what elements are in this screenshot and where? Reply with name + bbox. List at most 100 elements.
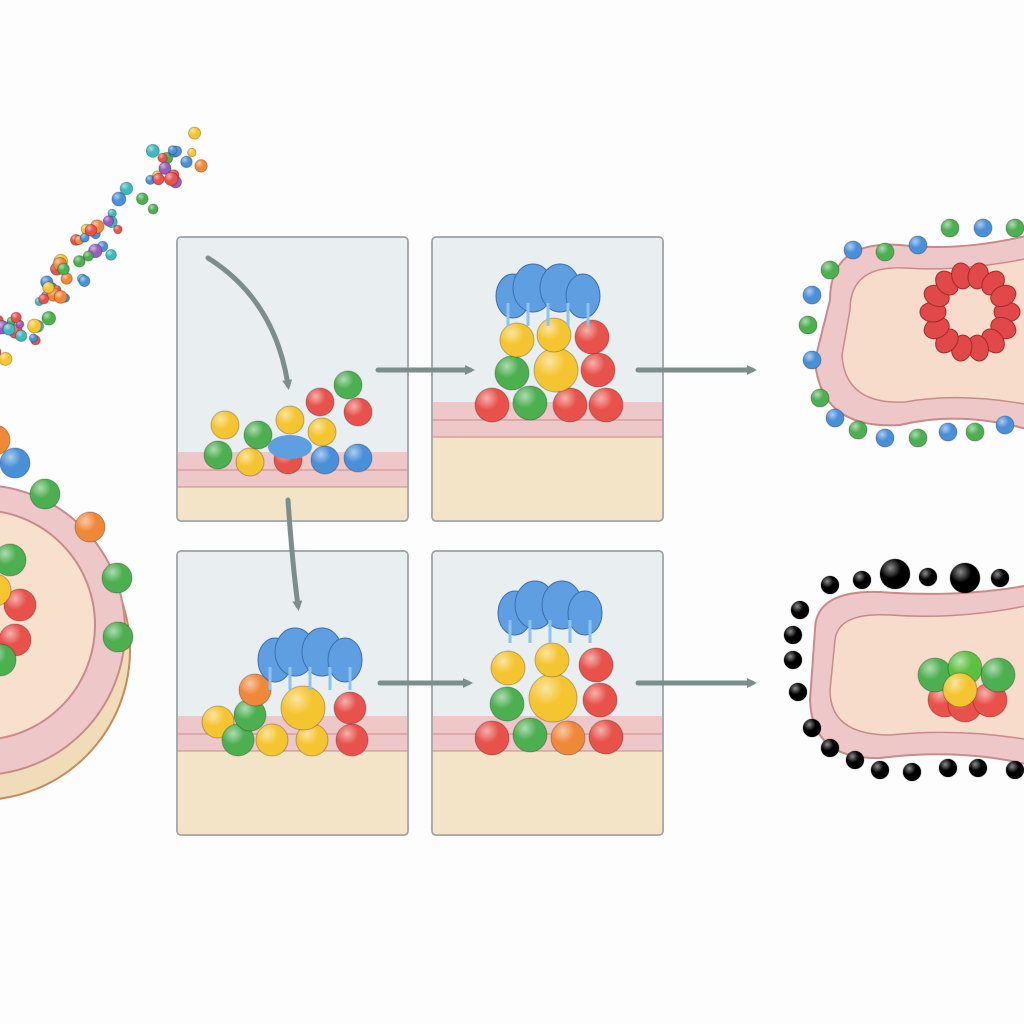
bead [938,422,958,442]
bead [783,650,803,670]
bead [949,562,981,594]
bead [233,698,267,732]
bead [940,218,960,238]
bead [167,145,178,156]
bead [810,388,830,408]
bead [113,224,123,235]
bead [875,242,895,262]
bead [942,672,978,708]
bead [280,685,326,731]
bead [783,625,803,645]
bead [0,543,27,577]
bead [101,562,133,594]
bead [552,387,588,423]
panel-2 [431,236,664,522]
panel-1 [176,236,409,522]
bead [968,758,988,778]
bead [534,642,570,678]
bead [42,281,55,294]
bead [574,319,610,355]
bead [550,720,586,756]
bead [490,650,526,686]
bead [512,385,548,421]
outcome-cell-top [813,235,1024,430]
bead [147,203,159,215]
bead [917,657,953,693]
bead [802,718,822,738]
bead [802,285,822,305]
bead [105,248,117,261]
bead [111,191,127,207]
bead [333,691,367,725]
bead [180,155,193,169]
bead [194,159,208,173]
ring-subunit [990,284,1017,308]
bead [588,719,624,755]
outcome-cell-bottom [808,585,1024,765]
bead [15,329,28,342]
bead [158,161,172,175]
bead [2,322,16,336]
bead [489,686,525,722]
bead [73,255,86,268]
bead [79,232,90,243]
bead [512,717,548,753]
bead [295,723,329,757]
bead [27,318,42,334]
bead [870,760,890,780]
bead [494,355,530,391]
bead [908,428,928,448]
arrow-p1-p3 [285,497,303,611]
bead [10,311,22,324]
bead [0,643,17,677]
bead [820,738,840,758]
bead [578,647,614,683]
receptor-cap [497,580,603,643]
bead [82,250,94,262]
bead [243,420,273,450]
bead [852,570,872,590]
bead [107,208,117,219]
bead [938,758,958,778]
bead [848,420,868,440]
bead [902,762,922,782]
bead [965,422,985,442]
bead [908,235,928,255]
bead [820,575,840,595]
bead [875,428,895,448]
bead [990,568,1010,588]
bead [533,347,579,393]
bead [41,310,57,326]
receptor-cap [495,263,601,326]
bead-stream [0,126,208,366]
bead [163,171,179,187]
bead [528,673,578,723]
bead [152,172,165,186]
bead [995,415,1015,435]
bead [78,275,91,288]
panel-4 [431,550,664,836]
bead [788,682,808,702]
bead [825,408,845,428]
bead [255,723,289,757]
bead [102,215,115,227]
bead [305,387,335,417]
bead [802,350,822,370]
bead [145,174,156,186]
bead [474,387,510,423]
bead [879,558,911,590]
bead [536,317,572,353]
bead [0,348,2,356]
left-cell [0,425,134,800]
bead [28,333,38,343]
bead [343,443,373,473]
bead [343,397,373,427]
bead [0,425,11,455]
bead [845,750,865,770]
bead [335,723,369,757]
bead [0,574,12,606]
bead [57,262,70,276]
bead [588,387,624,423]
bead [275,405,305,435]
